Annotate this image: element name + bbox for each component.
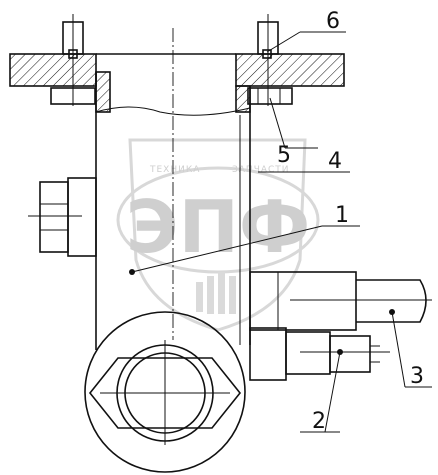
right-fitting-upper — [249, 271, 432, 331]
bottom-nut — [84, 311, 246, 473]
callouts: 1 2 3 4 5 6 — [277, 9, 424, 434]
watermark: ТЕХНИКА ЗАПЧАСТИ ЭПФ — [116, 138, 320, 332]
watermark-logo-text: ЭПФ — [126, 185, 311, 269]
leader-lines — [129, 31, 432, 433]
callout-4: 4 — [328, 149, 342, 174]
right-fitting-lower — [249, 327, 390, 381]
callout-2: 2 — [312, 409, 326, 434]
watermark-text-left: ТЕХНИКА — [149, 165, 200, 175]
callout-3: 3 — [410, 364, 424, 389]
callout-1: 1 — [335, 203, 349, 228]
watermark-emblem — [196, 272, 236, 314]
callout-5: 5 — [277, 143, 291, 168]
watermark-text-right: ЗАПЧАСТИ — [232, 165, 290, 175]
top-flange — [9, 49, 345, 87]
left-fitting — [28, 177, 97, 257]
callout-6: 6 — [326, 9, 340, 34]
